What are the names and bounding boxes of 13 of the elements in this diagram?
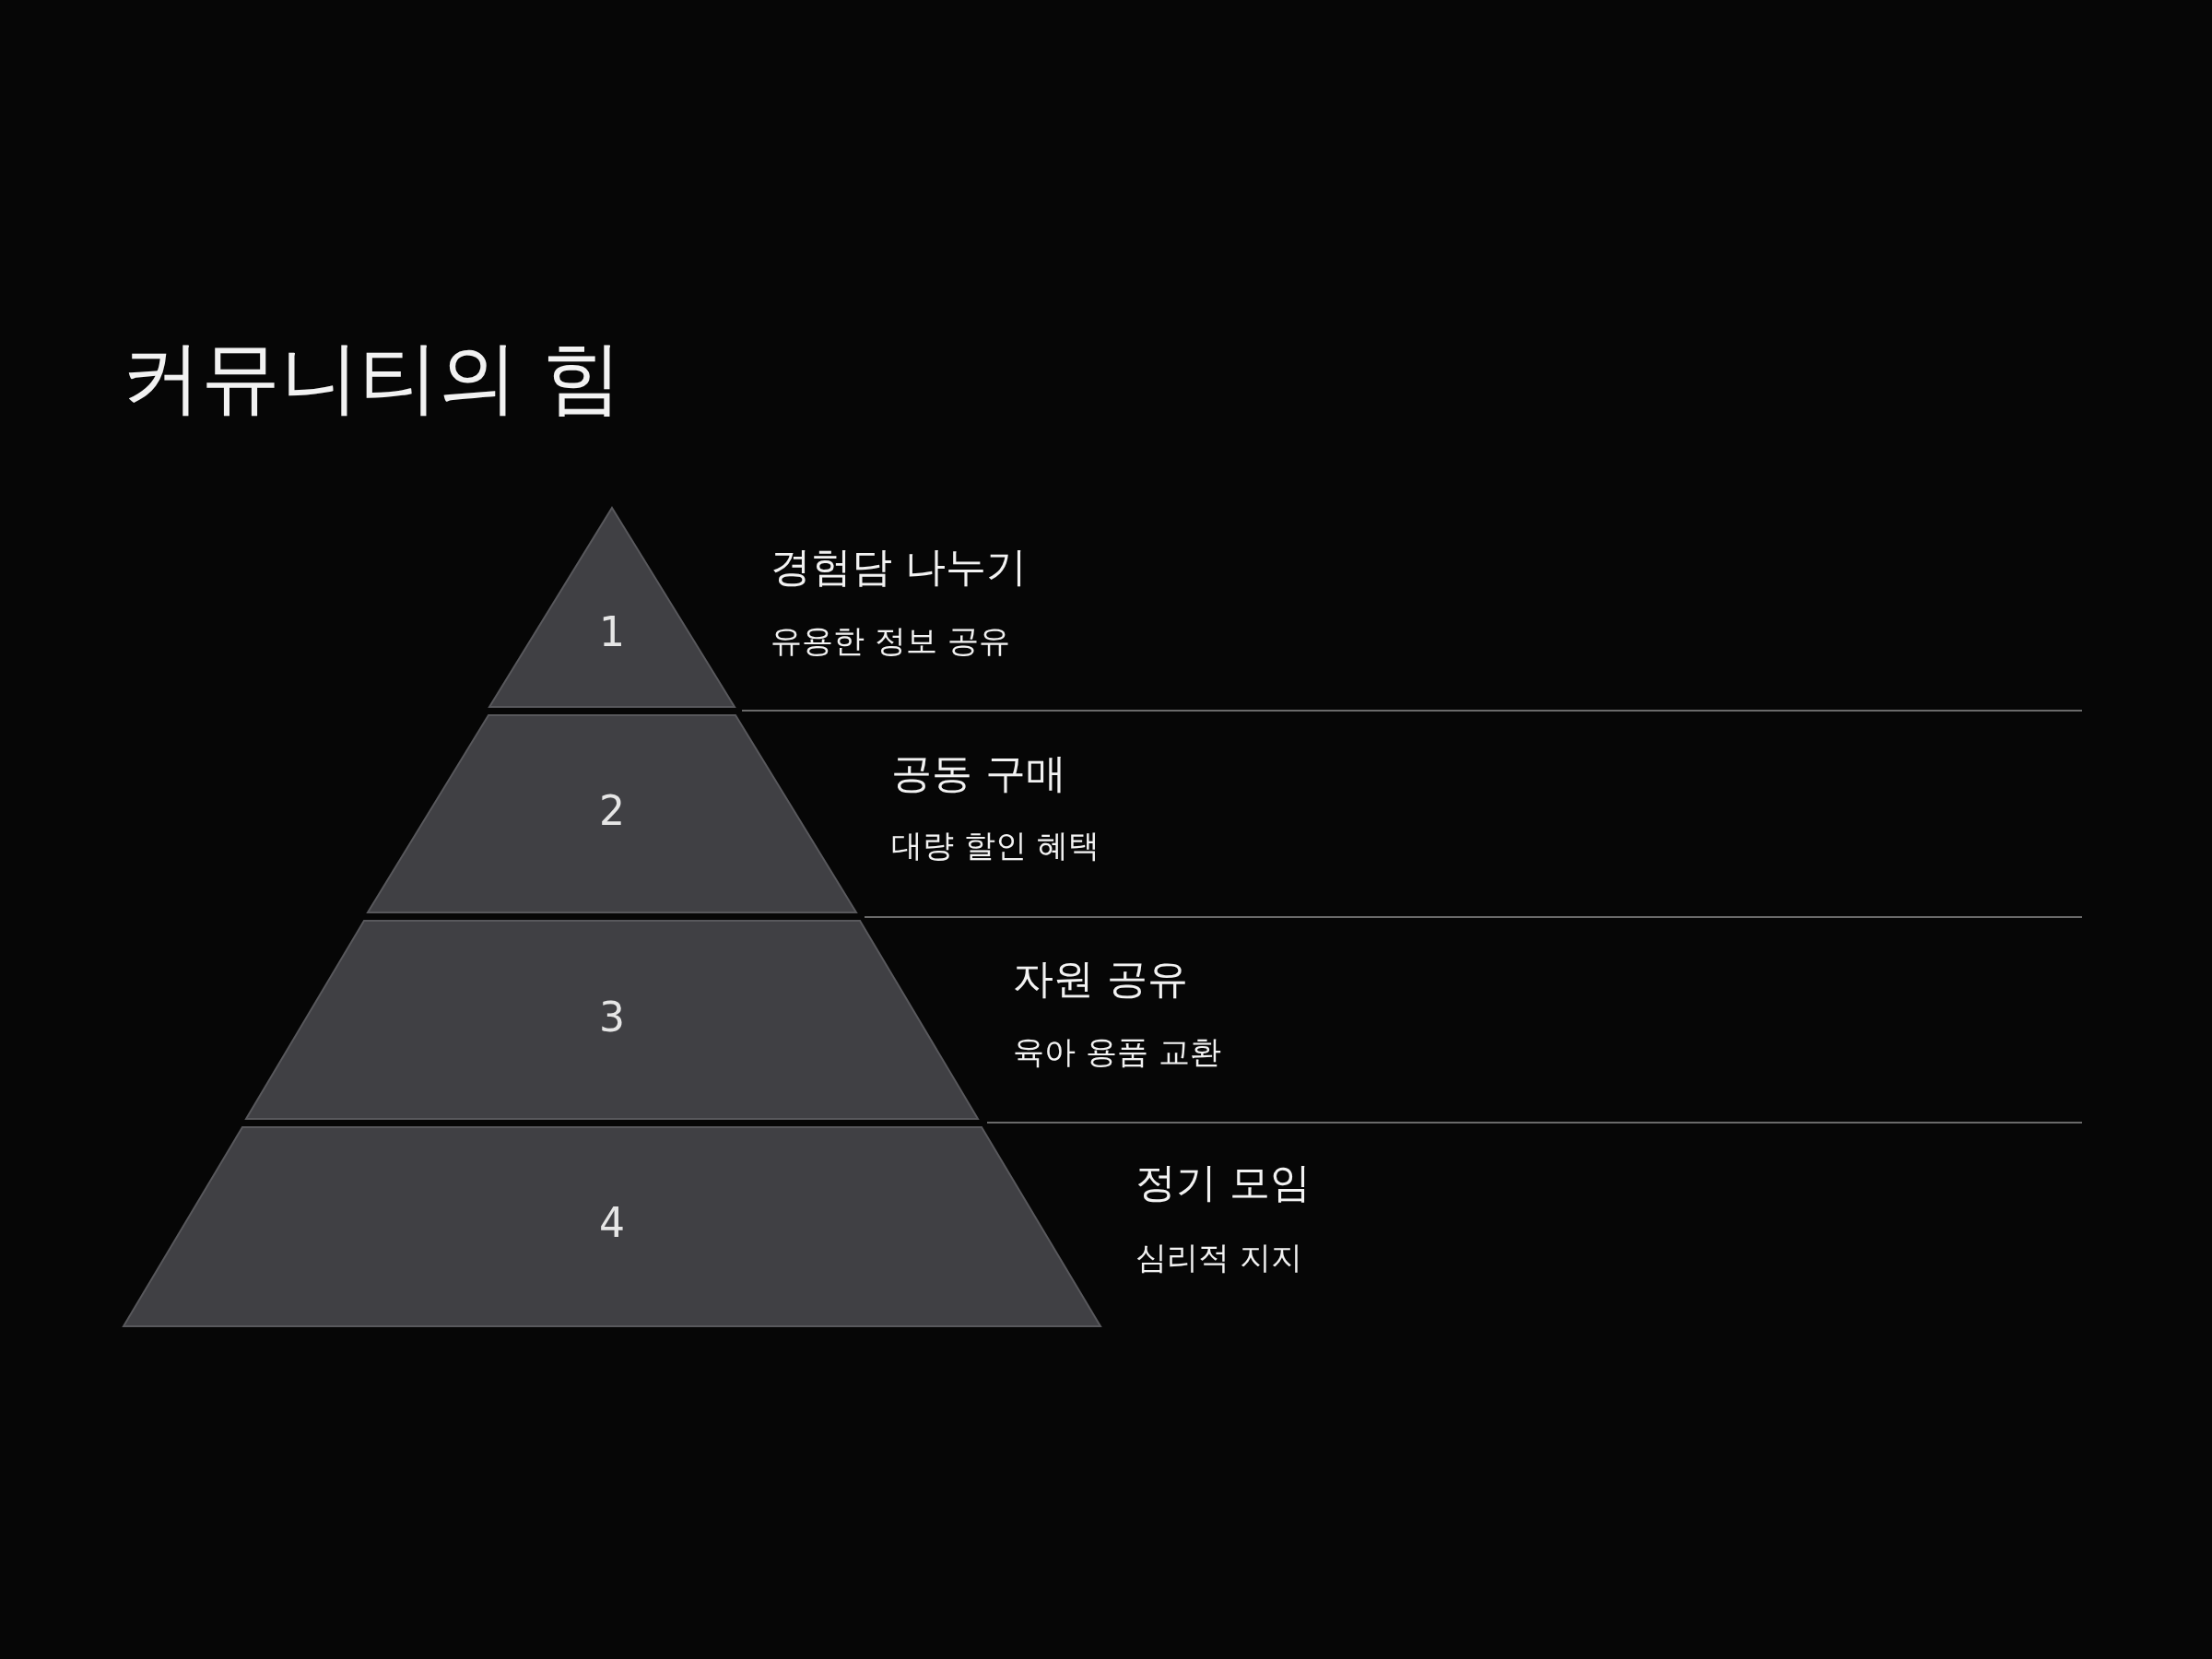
tier-number: 4 — [599, 1203, 625, 1243]
tier-description: 육아 용품 교환 — [1013, 1035, 1221, 1070]
tier-description: 심리적 지지 — [1135, 1241, 1302, 1276]
tier-number: 3 — [599, 997, 625, 1038]
tier-number: 2 — [599, 791, 625, 831]
tier-heading: 공동 구매 — [891, 750, 1066, 796]
tier-heading: 자원 공유 — [1013, 956, 1188, 1002]
tier-description: 대량 할인 혜택 — [891, 829, 1100, 864]
tier-number: 1 — [599, 612, 625, 653]
tier-description: 유용한 정보 공유 — [771, 624, 1010, 659]
slide-title: 커뮤니티의 힘 — [122, 334, 623, 421]
tier-heading: 정기 모임 — [1135, 1159, 1311, 1206]
tier-heading: 경험담 나누기 — [771, 544, 1027, 590]
